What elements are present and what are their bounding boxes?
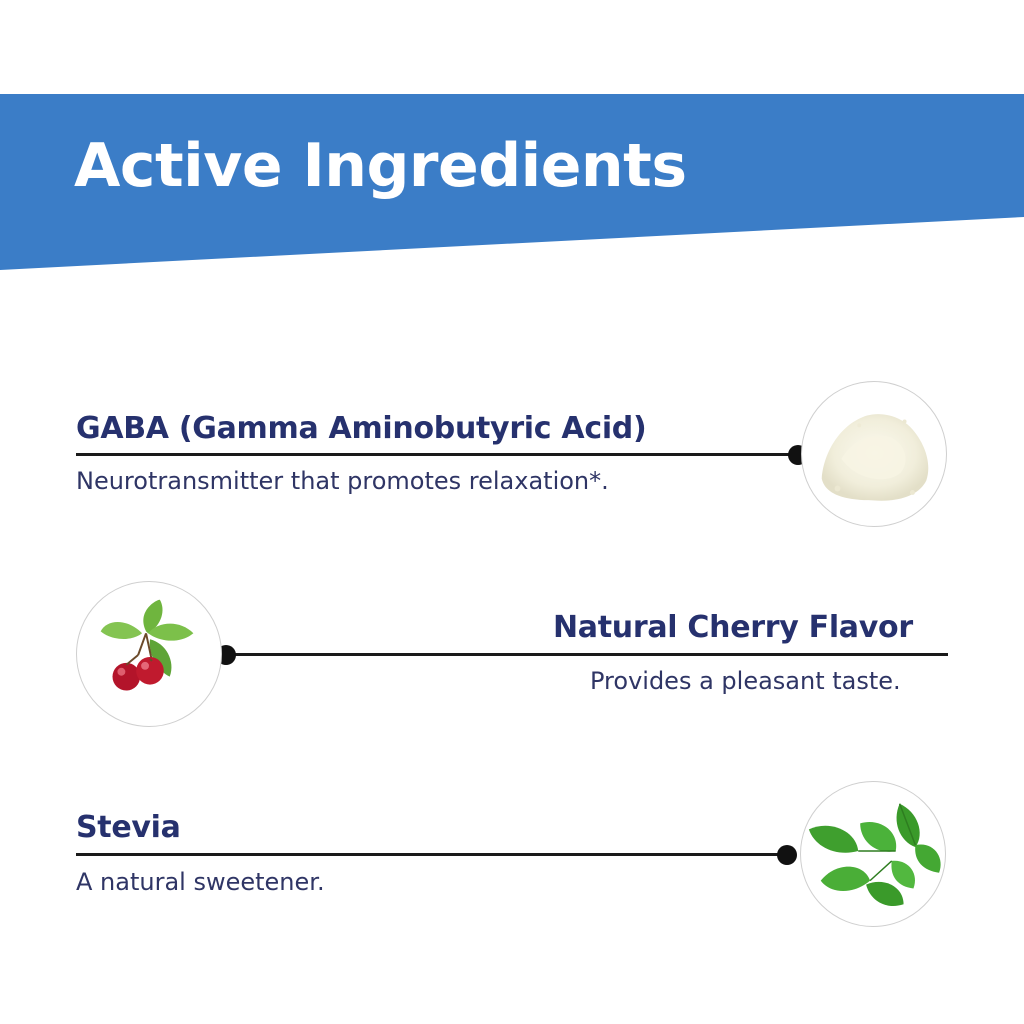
ingredient-connector-line bbox=[76, 453, 800, 456]
powder-icon bbox=[801, 381, 947, 527]
page-title: Active Ingredients bbox=[74, 131, 687, 201]
ingredient-connector-line bbox=[226, 653, 948, 656]
ingredient-desc-gaba: Neurotransmitter that promotes relaxatio… bbox=[76, 467, 609, 495]
ingredient-desc-stevia: A natural sweetener. bbox=[76, 868, 325, 896]
ingredient-connector-line bbox=[76, 853, 788, 856]
ingredient-desc-cherry: Provides a pleasant taste. bbox=[590, 667, 901, 695]
stevia-leaf-icon bbox=[800, 781, 946, 927]
cherry-icon bbox=[76, 581, 222, 727]
ingredient-name-stevia: Stevia bbox=[76, 810, 181, 845]
ingredient-name-cherry: Natural Cherry Flavor bbox=[553, 610, 913, 645]
ingredient-name-gaba: GABA (Gamma Aminobutyric Acid) bbox=[76, 411, 647, 446]
connector-dot bbox=[777, 845, 797, 865]
